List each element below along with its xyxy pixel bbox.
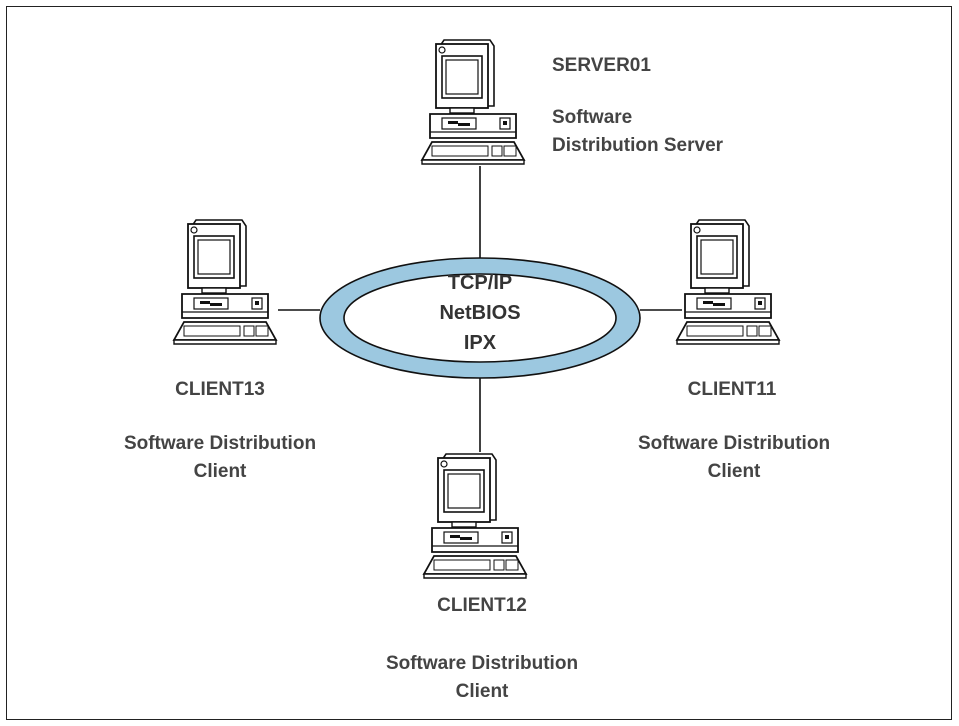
server-role-line2: Distribution Server: [552, 135, 724, 156]
server-role-line1: Software: [552, 107, 633, 128]
client11-name: CLIENT11: [687, 379, 777, 400]
diagram-frame: [6, 6, 952, 720]
client12-role-line2: Client: [455, 681, 509, 702]
protocol-netbios: NetBIOS: [439, 302, 521, 324]
network-ring-inner: [343, 273, 617, 363]
client13-role-line2: Client: [193, 461, 247, 482]
protocol-ipx: IPX: [463, 332, 497, 354]
client13-role-line1: Software Distribution: [123, 433, 317, 454]
client11-role-line2: Client: [707, 461, 761, 482]
server-computer-icon: [421, 39, 525, 165]
client12-computer-icon: [423, 453, 527, 579]
client13-computer-icon: [173, 219, 277, 345]
protocol-tcpip: TCP/IP: [447, 272, 513, 294]
client13-name: CLIENT13: [175, 379, 265, 400]
server-name: SERVER01: [552, 55, 651, 76]
client12-role-line1: Software Distribution: [385, 653, 579, 674]
client12-name: CLIENT12: [437, 595, 527, 616]
client11-computer-icon: [676, 219, 780, 345]
client11-role-line1: Software Distribution: [637, 433, 831, 454]
